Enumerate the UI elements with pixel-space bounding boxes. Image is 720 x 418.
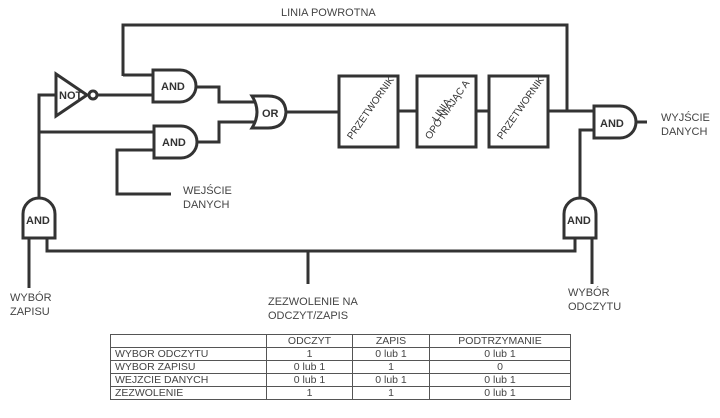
wire-data-input [115,148,171,196]
feedback-line [121,23,569,111]
and-gate-mid-label: AND [162,137,186,149]
not-gate-label: NOT [59,90,83,102]
cell: 0 lub 1 [352,347,430,361]
converter-block-2: PRZETWORNIK [487,74,550,149]
read-select-label-1: WYBÓR [568,286,610,299]
wire-write-trunk [37,93,55,202]
or-gate: OR [249,94,288,130]
table-row: ZEZWOLENIE 1 1 0 lub 1 [110,386,571,400]
truth-table-header-empty [110,334,267,348]
and-gate-read-label: AND [567,215,591,227]
row-label: WEJZCIE DANYCH [110,373,267,387]
delay-line-block: LINIA OPÓ NIAJĄC A [415,74,478,149]
cell: 0 lub 1 [429,373,571,387]
data-output-label-1: WYJŚCIE [661,111,710,124]
cell: 1 [352,360,430,374]
and-gate-read: AND [562,196,598,240]
row-label: WYBOR ODCZYTU [110,347,267,361]
and-gate-write-label: AND [26,215,50,227]
truth-table-header-row: ODCZYT ZAPIS PODTRZYMANIE [110,334,571,348]
and-gate-top-label: AND [161,81,185,93]
data-output-label-2: DANYCH [661,126,708,138]
enable-bus [45,238,577,253]
enable-label-2: ODCZYT/ZAPIS [268,310,348,322]
wire-and-mid-to-or [197,120,256,144]
read-select-label-2: ODCZYTU [568,301,621,313]
wire-and-top-to-or [196,85,256,104]
data-input-label-2: DANYCH [183,199,230,211]
and-gate-output: AND [592,104,638,140]
truth-table-header-write: ZAPIS [352,334,430,348]
or-gate-label: OR [262,108,279,120]
cell: 0 lub 1 [429,347,571,361]
table-row: WYBOR ODCZYTU 1 0 lub 1 0 lub 1 [110,347,571,361]
cell: 0 lub 1 [352,373,430,387]
table-row: WEJZCIE DANYCH 0 lub 1 0 lub 1 0 lub 1 [110,373,571,387]
truth-table-header-hold: PODTRZYMANIE [429,334,571,348]
row-label: ZEZWOLENIE [110,386,267,400]
row-label: WYBOR ZAPISU [110,360,267,374]
cell: 1 [266,347,353,361]
enable-label-1: ZEZWOLENIE NA [268,296,359,308]
table-row: WYBOR ZAPISU 0 lub 1 1 0 [110,360,571,374]
cell: 0 lub 1 [429,386,571,400]
truth-table: ODCZYT ZAPIS PODTRZYMANIE WYBOR ODCZYTU … [110,334,571,400]
cell: 0 lub 1 [266,373,353,387]
and-gate-top: AND [151,68,198,104]
write-select-label-1: WYBÓR [10,291,52,304]
data-input-label-1: WEJŚCIE [183,184,232,197]
truth-table-header-read: ODCZYT [266,334,353,348]
wire-read-and-to-out [578,128,594,199]
and-gate-write: AND [21,196,57,240]
cell: 0 [429,360,571,374]
feedback-line-label: LINIA POWROTNA [281,7,376,19]
write-select-label-2: ZAPISU [10,306,50,318]
cell: 1 [352,386,430,400]
cell: 1 [266,386,353,400]
cell: 0 lub 1 [266,360,353,374]
converter-block-1: PRZETWORNIK [337,74,400,149]
not-gate: NOT [54,71,99,119]
and-gate-mid: AND [152,124,199,160]
and-gate-output-label: AND [600,118,624,130]
